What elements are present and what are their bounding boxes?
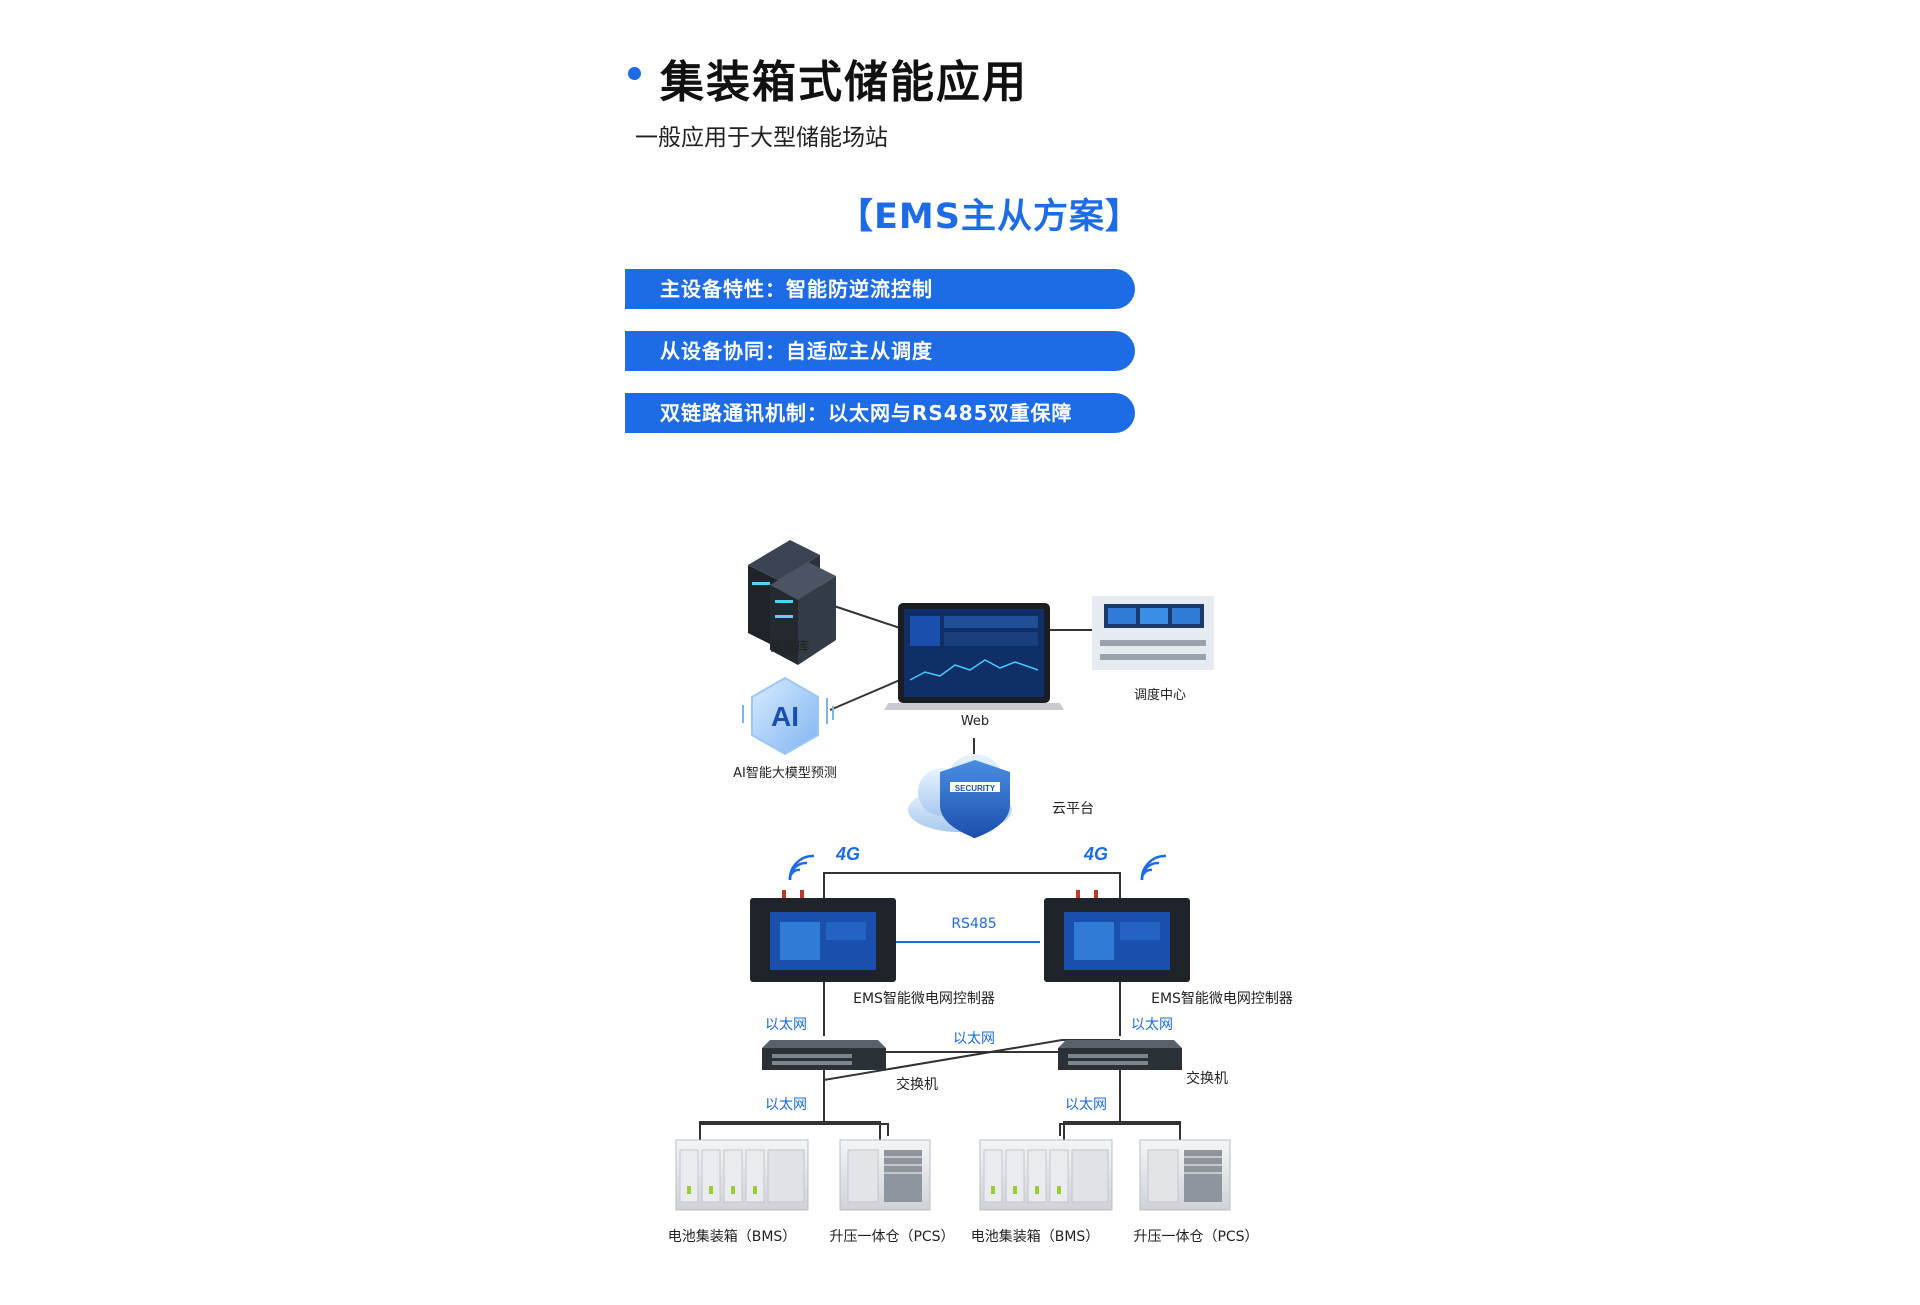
bms-left-label: 电池集装箱（BMS） (667, 1229, 797, 1245)
dispatch-label: 调度中心 (1133, 688, 1187, 703)
ems-controller-right-icon (1044, 890, 1190, 982)
ai-badge-text: AI (771, 701, 799, 732)
ai-label: AI智能大模型预测 (733, 766, 837, 781)
ethernet-right-top-label: 以太网 (1131, 1017, 1173, 1033)
rs485-label: RS485 (951, 916, 997, 932)
web-label: Web (960, 714, 990, 729)
feature-pill-3: 双链路通讯机制：以太网与RS485双重保障 (625, 393, 1135, 433)
ems-controller-left-icon (750, 890, 896, 982)
scheme-title: 【EMS主从方案】 (838, 197, 1141, 237)
page-subtitle: 一般应用于大型储能场站 (635, 125, 888, 151)
database-servers-icon (748, 540, 836, 665)
page-title: 集装箱式储能应用 (660, 57, 1028, 108)
pcs-cabinet-right-icon (1139, 1139, 1231, 1211)
battery-container-left-icon (675, 1139, 809, 1211)
pcs-left-label: 升压一体仓（PCS） (829, 1229, 955, 1245)
switch-right-label: 交换机 (1186, 1071, 1228, 1087)
ethernet-left-bottom-label: 以太网 (765, 1097, 807, 1113)
ethernet-right-bottom-label: 以太网 (1065, 1097, 1107, 1113)
switch-right-icon (1058, 1040, 1182, 1070)
controller-right-label: EMS智能微电网控制器 (1151, 991, 1293, 1007)
bms-right-label: 电池集装箱（BMS） (970, 1229, 1100, 1245)
cloud-label: 云平台 (1052, 801, 1094, 817)
ethernet-left-top-label: 以太网 (765, 1017, 807, 1033)
database-label: 数据库 (770, 640, 810, 655)
battery-container-right-icon (979, 1139, 1113, 1211)
wifi-signal-icon-left (788, 854, 815, 881)
signal-4g-right: 4G (1083, 844, 1108, 864)
wifi-signal-icon-right (1140, 854, 1167, 881)
cloud-platform-icon: SECURITY (908, 754, 1012, 838)
switch-left-icon (762, 1040, 886, 1070)
switch-left-label: 交换机 (896, 1077, 938, 1093)
signal-4g-left: 4G (835, 844, 860, 864)
ethernet-middle-label: 以太网 (953, 1031, 995, 1047)
ai-model-icon: AI (742, 676, 834, 756)
pcs-right-label: 升压一体仓（PCS） (1133, 1229, 1259, 1245)
feature-pill-2: 从设备协同：自适应主从调度 (625, 331, 1135, 371)
pcs-cabinet-left-icon (839, 1139, 931, 1211)
laptop-icon (884, 603, 1064, 710)
security-text: SECURITY (955, 784, 996, 793)
dispatch-center-photo (1092, 596, 1214, 670)
feature-pill-1: 主设备特性：智能防逆流控制 (625, 269, 1135, 309)
controller-left-label: EMS智能微电网控制器 (853, 991, 995, 1007)
title-bullet (628, 67, 641, 80)
